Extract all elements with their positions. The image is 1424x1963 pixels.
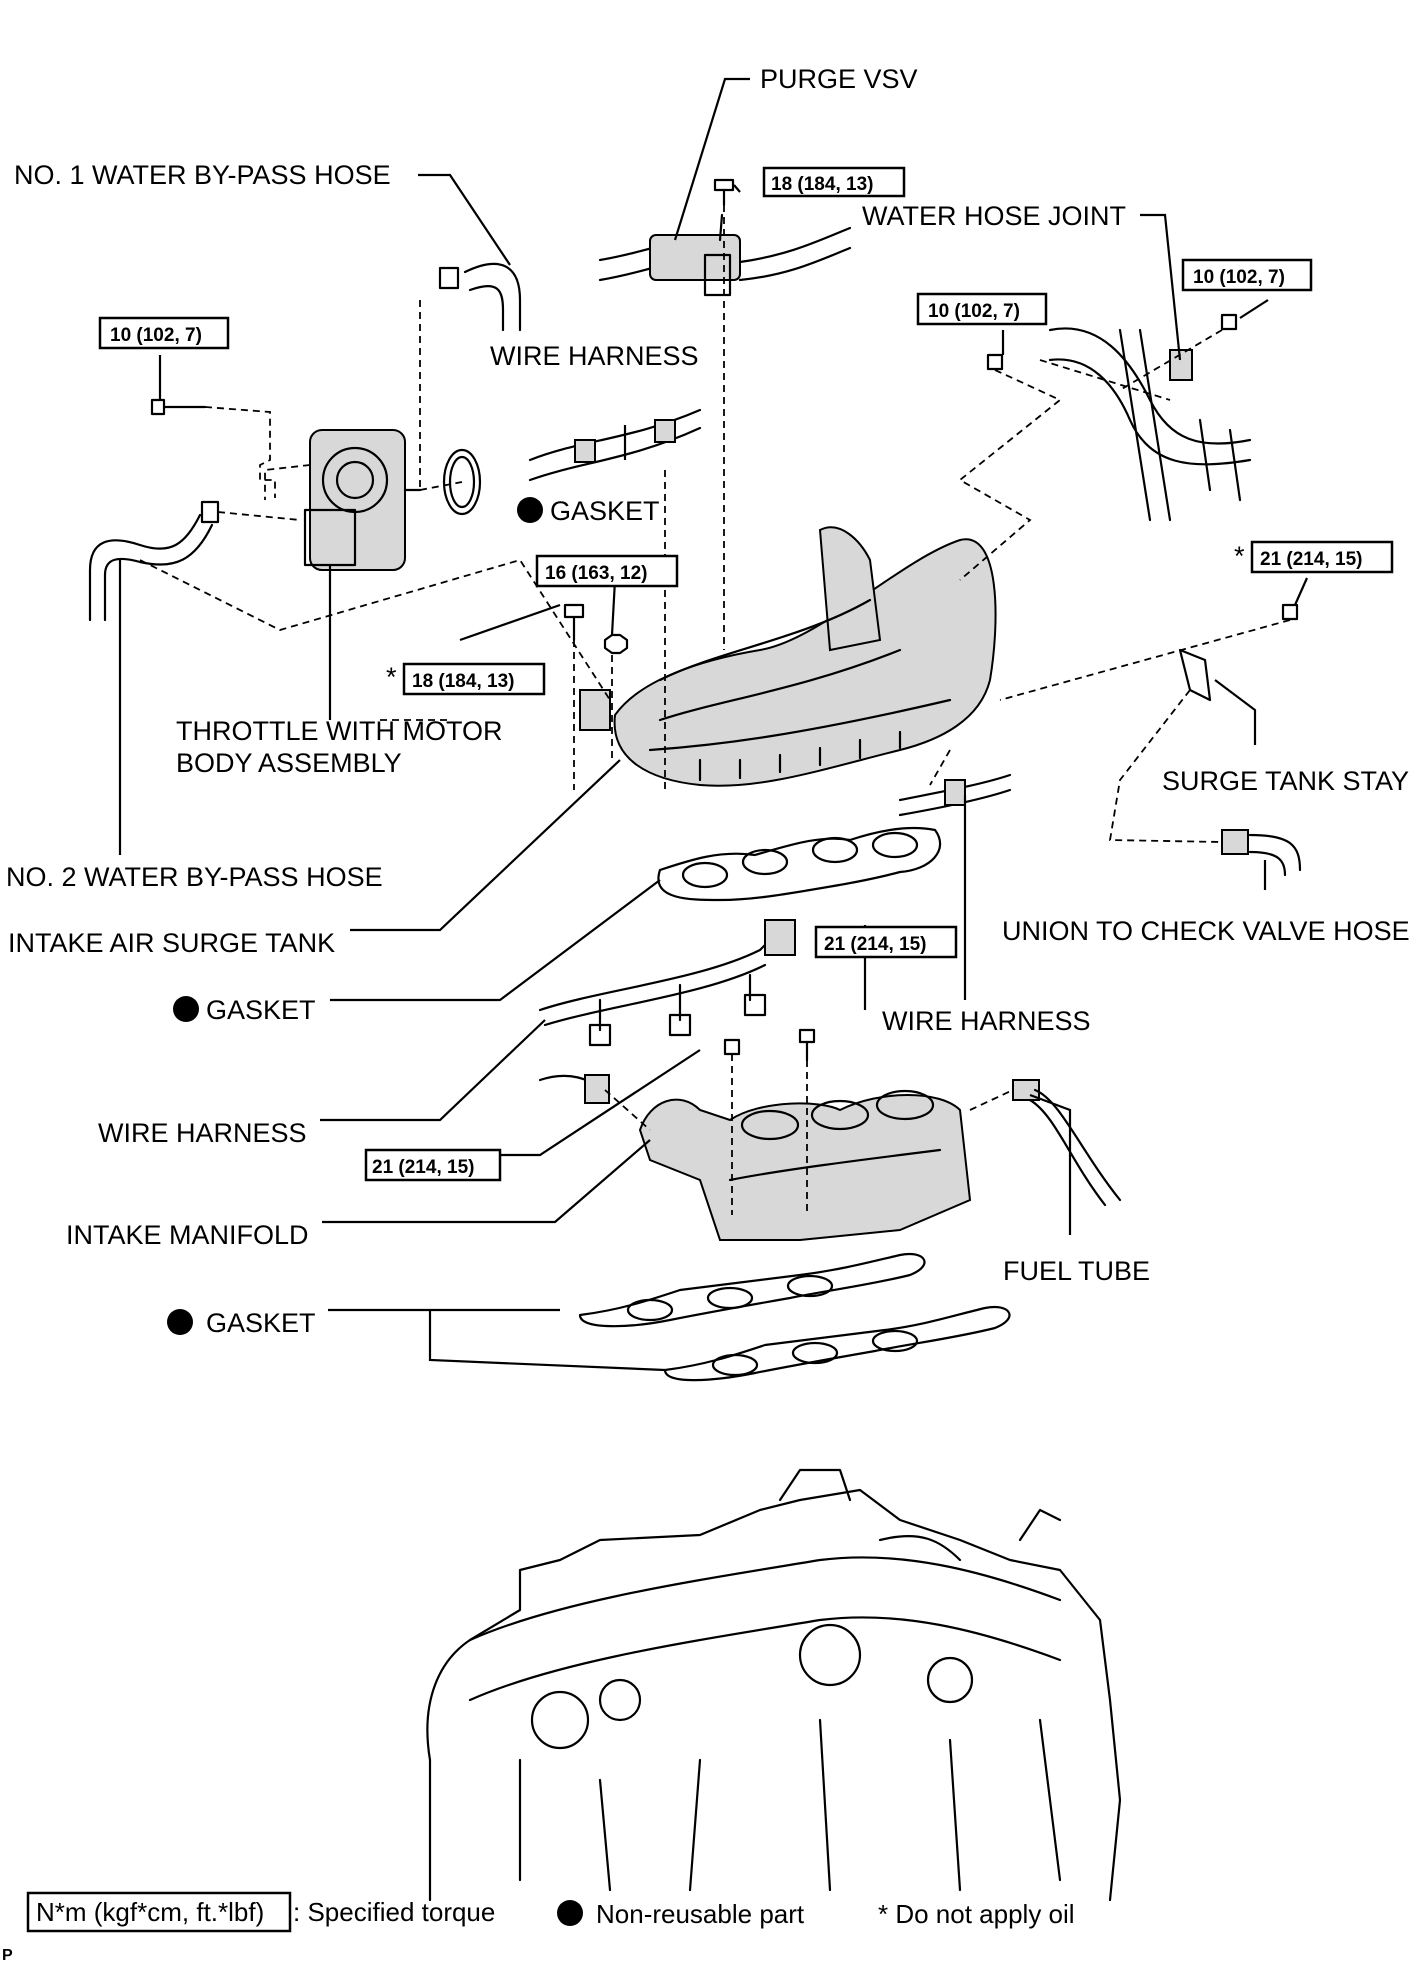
torque-box-manifold-nut: 21 (214, 15) [364,1148,502,1182]
svg-text:10 (102, 7): 10 (102, 7) [110,325,202,346]
label-wire-harness-left: WIRE HARNESS [98,1118,307,1148]
legend-torque-box [26,1891,292,1933]
torque-box-surge-tank-nut: 16 (163, 12) [535,554,679,588]
torque-box-hose-joint-bolt-left: 10 (102, 7) [916,292,1048,326]
torque-box-purge-vsv-bolt: 18 (184, 13) [762,166,906,198]
asterisk-surge-bolt: * [386,662,397,692]
legend: N*m (kgf*cm, ft.*lbf) : Specified torque… [26,1891,1075,1933]
surge-tank-fasteners-drawing [563,603,629,655]
torque-box-throttle-bolt: 10 (102, 7) [98,316,230,350]
legend-nonreusable-text: Non-reusable part [596,1899,805,1929]
label-wire-harness-right: WIRE HARNESS [882,1006,1091,1036]
nonreusable-dot-manifold-gasket [167,1309,193,1335]
surge-gasket-drawing [657,826,942,902]
water-bypass-hose-2-drawing [88,500,220,622]
asterisk-surge-stay: * [1234,541,1245,571]
label-purge-vsv: PURGE VSV [760,64,918,94]
label-gasket-throttle: GASKET [550,496,660,526]
svg-text:10 (102, 7): 10 (102, 7) [928,301,1020,322]
wire-harness-right-drawing [898,773,1012,817]
manifold-gaskets-drawing [578,1252,1011,1382]
label-union-check-valve-hose: UNION TO CHECK VALVE HOSE [1002,916,1410,946]
svg-text:21 (214, 15): 21 (214, 15) [1260,549,1362,570]
torque-box-hose-joint-bolt-right: 10 (102, 7) [1181,258,1313,292]
legend-no-oil-text: * Do not apply oil [878,1899,1075,1929]
svg-text:16 (163, 12): 16 (163, 12) [545,563,647,584]
torque-box-surge-tank-bolt: 18 (184, 13) [402,662,546,696]
throttle-body-drawing [303,429,422,571]
label-wire-harness-top: WIRE HARNESS [490,341,699,371]
throttle-gasket-drawing [442,448,482,516]
label-water-bypass-hose-2: NO. 2 WATER BY-PASS HOSE [6,862,383,892]
nonreusable-dot-throttle-gasket [517,497,543,523]
label-water-bypass-hose-1: NO. 1 WATER BY-PASS HOSE [14,160,391,190]
label-intake-manifold: INTAKE MANIFOLD [66,1220,309,1250]
wire-harness-left-drawing [538,919,796,1047]
wire-harness-top-drawing [528,408,702,482]
nonreusable-dot-surge-gasket [173,996,199,1022]
svg-text:21 (214, 15): 21 (214, 15) [824,934,926,955]
label-throttle-body-line1: THROTTLE WITH MOTOR [176,716,502,746]
label-fuel-tube: FUEL TUBE [1003,1256,1150,1286]
assembly-dashed-lines [139,205,1291,1215]
svg-text:10 (102, 7): 10 (102, 7) [1193,267,1285,288]
label-intake-air-surge-tank: INTAKE AIR SURGE TANK [8,928,335,958]
torque-box-manifold-bolt: 21 (214, 15) [814,925,958,959]
surge-tank-stay-drawing [1178,603,1299,702]
purge-vsv-drawing [598,213,852,297]
intake-manifold-drawing [538,1028,972,1241]
union-check-valve-hose-drawing [1221,829,1302,877]
throttle-bolt-drawing [150,398,207,416]
svg-text:18 (184, 13): 18 (184, 13) [771,174,873,195]
svg-text:18 (184, 13): 18 (184, 13) [412,671,514,692]
hose-joint-bolts-drawing [986,313,1238,371]
label-water-hose-joint: WATER HOSE JOINT [862,201,1126,231]
label-throttle-body-line2: BODY ASSEMBLY [176,748,402,778]
legend-torque-text: : Specified torque [293,1897,495,1927]
legend-torque-box-text: N*m (kgf*cm, ft.*lbf) [36,1897,264,1927]
corner-mark: P [2,1947,13,1963]
svg-text:21 (214, 15): 21 (214, 15) [372,1157,474,1178]
label-gasket-surge: GASKET [206,995,316,1025]
water-bypass-hose-1-drawing [438,262,522,332]
purge-bolt-drawing [713,178,735,207]
label-gasket-manifold: GASKET [206,1308,316,1338]
engine-overview-drawing [426,1468,1122,1902]
torque-box-surge-tank-stay-bolt: 21 (214, 15) [1250,540,1394,574]
surge-tank-drawing [579,526,997,787]
water-hose-joint-drawing [1048,327,1252,522]
leader-lines [118,77,1309,1372]
fuel-tube-drawing [1012,1079,1122,1207]
label-surge-tank-stay: SURGE TANK STAY [1162,766,1409,796]
legend-nonreusable-dot [557,1900,583,1926]
